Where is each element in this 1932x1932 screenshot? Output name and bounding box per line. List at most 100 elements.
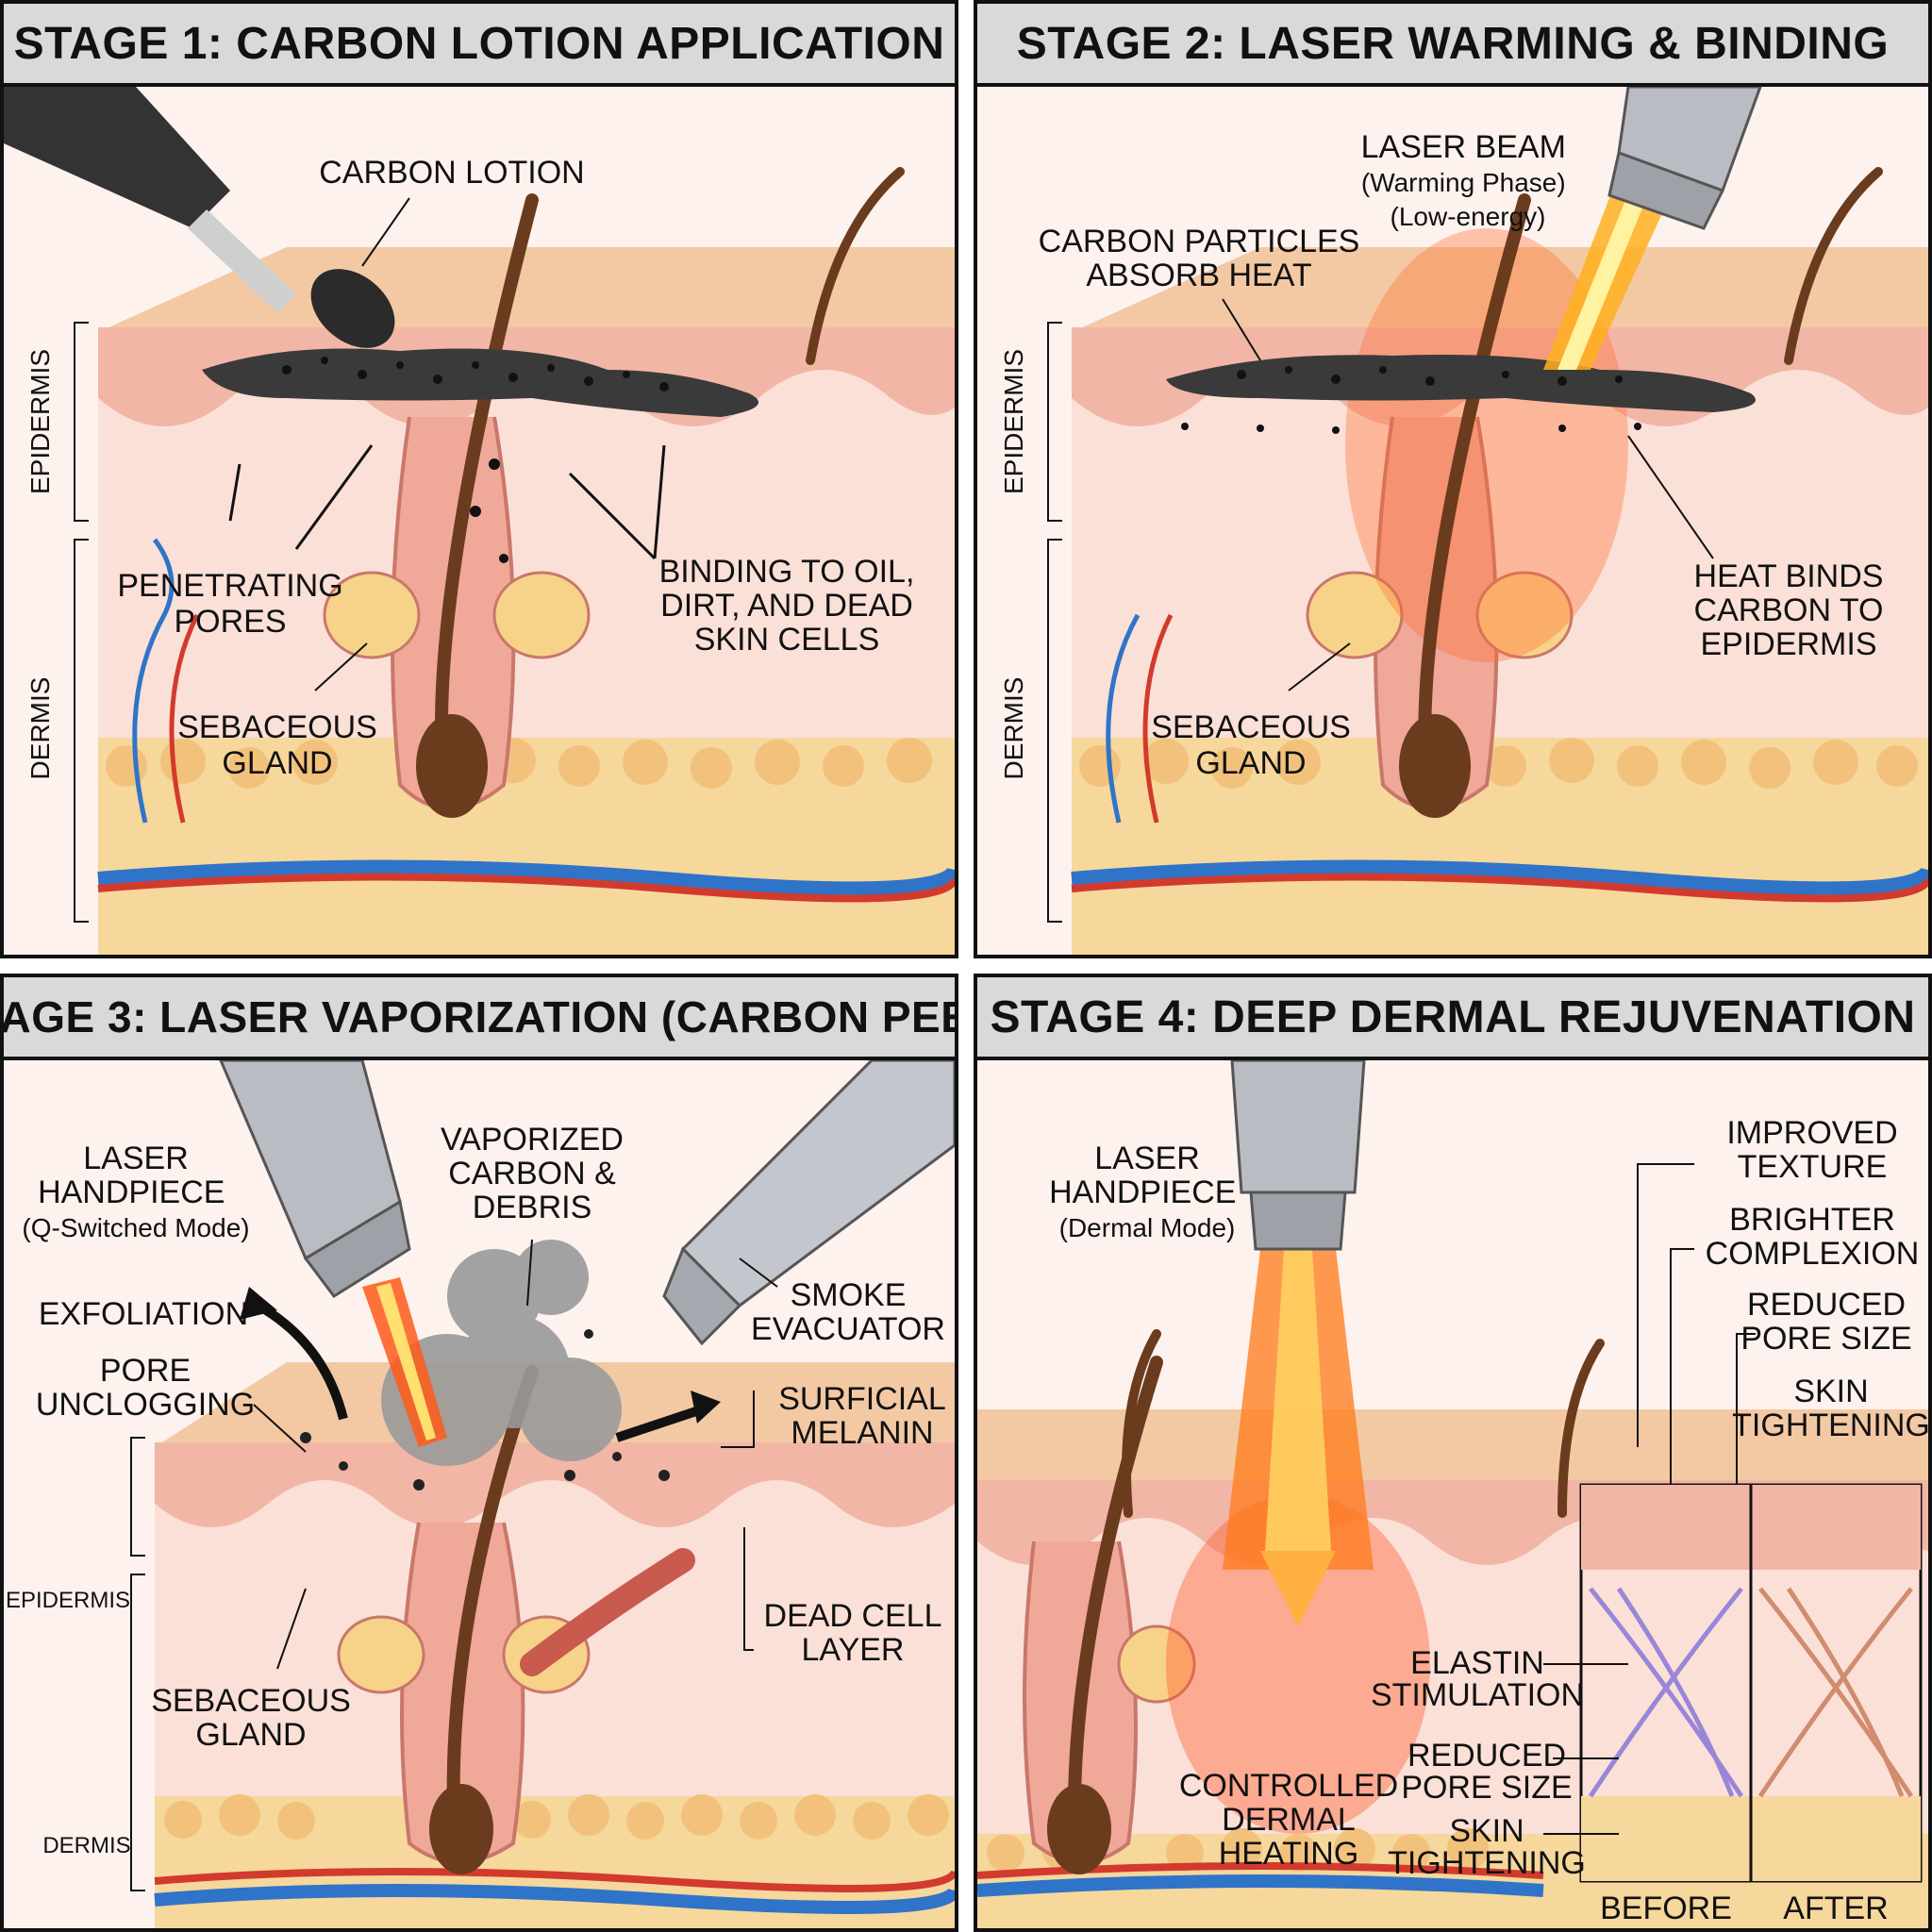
hair-shaft-2 [1122, 1329, 1161, 1518]
epidermis-label: EPIDERMIS [6, 1588, 130, 1613]
dermis-label: DERMIS [42, 1833, 130, 1858]
hair-bulb [1047, 1784, 1111, 1874]
leader-line [1222, 298, 1261, 361]
capillary-blue [1106, 613, 1141, 824]
dermis-layer [98, 370, 955, 747]
carbon-particles [1181, 366, 1641, 434]
smoke-evacuator [680, 1060, 955, 1307]
epidermis-bracket [130, 1437, 145, 1557]
sebaceous-gland-left [323, 571, 421, 659]
sebaceous-gland [1117, 1624, 1196, 1704]
panel-stage-3: STAGE 3: LASER VAPORIZATION (CARBON PEEL… [0, 974, 958, 1932]
dermis-bracket [130, 1574, 145, 1891]
vein [1071, 859, 1928, 897]
dermis-label: DERMIS [999, 677, 1028, 780]
collagen-fibers-after [1757, 1587, 1914, 1798]
leader-line [1670, 1248, 1694, 1485]
hair-shaft-right [806, 167, 905, 365]
stage-2-title: STAGE 2: LASER WARMING & BINDING [1016, 18, 1890, 69]
before-label: BEFORE [1600, 1890, 1732, 1926]
laser-beam-core [376, 1283, 436, 1441]
leader-line [1736, 1333, 1756, 1485]
laser-handpiece [1230, 1060, 1366, 1194]
panel-stage-1: STAGE 1: CARBON LOTION APPLICATION [0, 0, 958, 958]
arrow-line [228, 463, 242, 522]
panel-header: STAGE 2: LASER WARMING & BINDING [977, 4, 1928, 87]
panel-stage-4: STAGE 4: DEEP DERMAL REJUVENATION [974, 974, 1932, 1932]
leader-line [739, 1257, 778, 1288]
arrector-muscle [520, 1548, 695, 1676]
laser-beam-label: LASER BEAM (Warming Phase) (Low-energy) [1361, 129, 1575, 231]
carbon-particles [282, 357, 669, 563]
arrow-line [568, 472, 657, 560]
dermis-bracket [1047, 539, 1062, 923]
arrow-head [691, 1391, 721, 1424]
arrow-head [240, 1287, 277, 1320]
carbon-lotion-layer [202, 348, 758, 417]
fat-cells [164, 1794, 949, 1840]
epidermis-label: EPIDERMIS [999, 349, 1028, 494]
dermal-heat-glow [1166, 1494, 1430, 1834]
laser-beam-core [1265, 1249, 1331, 1551]
laser-handpiece-tip [1249, 1191, 1347, 1251]
capillary-red [169, 613, 200, 824]
leader-line [276, 1588, 307, 1670]
panel-header: STAGE 4: DEEP DERMAL REJUVENATION [977, 977, 1928, 1060]
leader-line [1288, 642, 1351, 691]
hair-bulb [416, 714, 488, 818]
artery [97, 873, 955, 903]
stage-1-illustration: EPIDERMIS DERMIS CARBON LOTION PENETRATI… [4, 87, 955, 955]
exfoliation-arrow [256, 1301, 348, 1421]
hair-bulb [1399, 714, 1471, 818]
after-label: AFTER [1783, 1890, 1888, 1926]
artery [977, 1862, 1544, 1879]
stage-1-title: STAGE 1: CARBON LOTION APPLICATION [13, 18, 945, 69]
leader-line [743, 1527, 754, 1651]
collagen-fibers-before [1588, 1587, 1744, 1798]
arrow-line [294, 444, 374, 550]
leader-line [253, 1404, 307, 1453]
smoke-evacuator-nozzle [662, 1246, 742, 1346]
sebaceous-gland-right [1475, 571, 1574, 659]
epidermis-bracket [74, 322, 89, 522]
arrow-line [653, 444, 666, 559]
heating-arrow [1260, 1551, 1336, 1626]
leader-line [314, 642, 368, 691]
leader-line [526, 1239, 533, 1307]
vein [97, 859, 955, 897]
laser-handpiece-tip [303, 1199, 411, 1299]
applicator-handle [4, 87, 230, 228]
sebaceous-gland-right [492, 571, 591, 659]
stage-3-title: STAGE 3: LASER VAPORIZATION (CARBON PEEL… [0, 992, 955, 1041]
applicator-sponge [310, 269, 395, 348]
artery [1071, 873, 1928, 903]
hair-shaft-right [1784, 167, 1883, 365]
fat-cells [1079, 738, 1918, 789]
leader-line [721, 1391, 755, 1448]
artery [154, 1868, 955, 1892]
dermis-label: DERMIS [25, 677, 55, 780]
dermis-bracket [74, 539, 89, 923]
stage-4-title: STAGE 4: DEEP DERMAL REJUVENATION [990, 991, 1916, 1042]
